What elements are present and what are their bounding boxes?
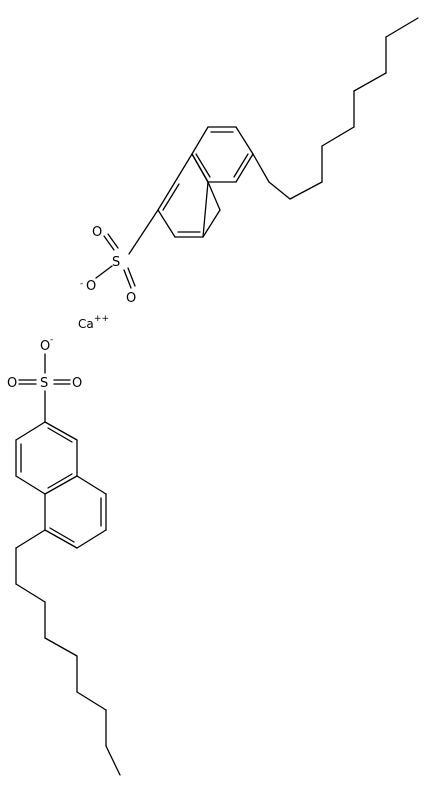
top-sulfonate-group: S O O O - [80, 209, 159, 306]
top-oxygen-double-label-2: O [126, 291, 136, 306]
top-oxygen-charge: - [80, 279, 83, 289]
top-naphthalene-ring-system [157, 126, 254, 238]
top-octyl-chain [252, 17, 419, 200]
bottom-octyl-chain [15, 529, 121, 776]
top-oxygen-double-label-1: O [92, 225, 102, 240]
bottom-oxygen-double-label-2: O [72, 376, 82, 391]
bottom-sulfur-label: S [40, 376, 48, 391]
bottom-oxygen-charge: - [50, 335, 53, 345]
bottom-sulfonate-group: O - S O O [7, 335, 82, 423]
bottom-naphthalene-ring-system [15, 421, 107, 549]
calcium-ion: Ca ++ [78, 314, 109, 331]
calcium-charge: ++ [94, 314, 109, 324]
bottom-oxygen-double-label-1: O [7, 376, 17, 391]
top-sulfur-label: S [112, 255, 120, 270]
bottom-oxygen-single-label: O [40, 339, 50, 354]
top-oxygen-single-label: O [86, 279, 96, 294]
calcium-symbol: Ca [78, 317, 94, 331]
